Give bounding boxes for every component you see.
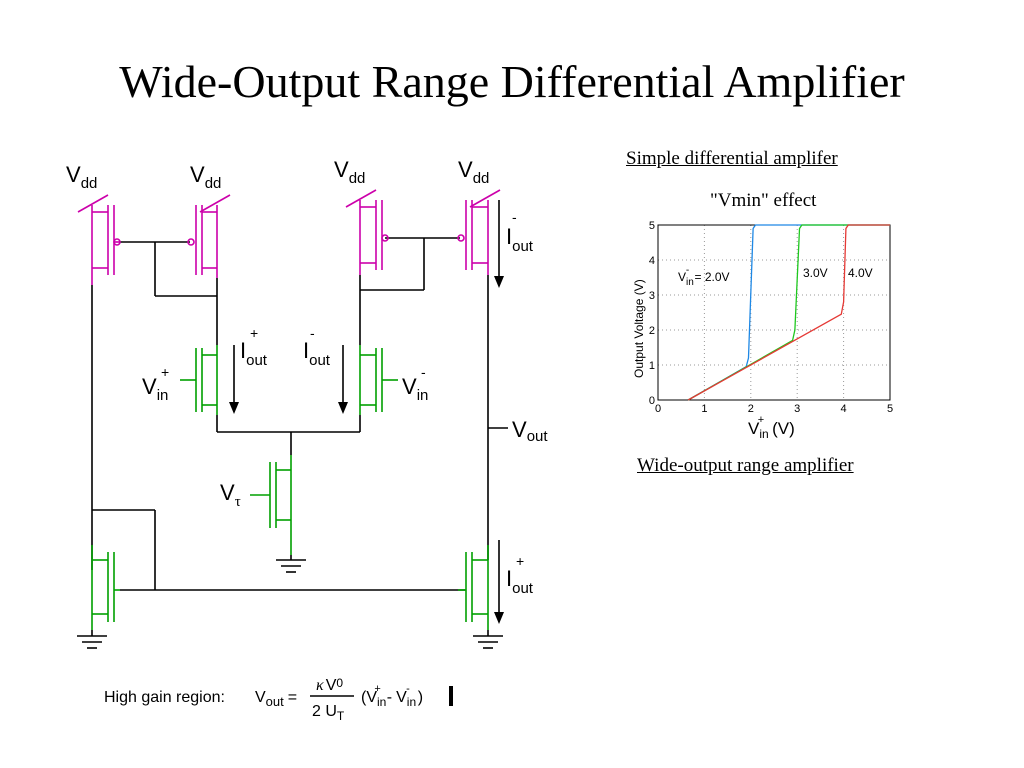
- vout-label: Vout: [512, 417, 548, 445]
- vin-plus-label: Vin: [142, 374, 168, 404]
- ground-icon: [473, 630, 503, 649]
- x-tick-label: 5: [887, 403, 893, 415]
- y-tick-label: 0: [649, 395, 655, 407]
- nmos-m6: [359, 345, 398, 415]
- series-line-0: [687, 224, 890, 401]
- plus-sup: +: [250, 325, 258, 341]
- y-axis-label: Output Voltage (V): [632, 279, 646, 378]
- plus-sup: +: [161, 364, 169, 380]
- ground-icon: [77, 630, 107, 649]
- vtau-label: Vτ: [220, 480, 241, 510]
- plot-frame: [657, 224, 891, 401]
- formula-label: High gain region:: [104, 689, 225, 706]
- formula-lhs: Vout=: [255, 689, 297, 709]
- y-tick-label: 2: [649, 325, 655, 337]
- iout-plus-label: Iout: [240, 338, 268, 369]
- x-tick-label: 1: [701, 403, 707, 415]
- chart-grid: [658, 225, 890, 400]
- series-line-1: [687, 224, 890, 401]
- x-tick-label: 4: [841, 403, 847, 415]
- annotation-vin-2v: Vin- = 2.0V: [678, 265, 730, 288]
- minus-sup: -: [512, 209, 517, 225]
- nmos-m9: [458, 545, 489, 630]
- vin-minus-label: Vin: [402, 374, 428, 404]
- pmos-m3: [359, 200, 389, 275]
- chart-series: [687, 224, 890, 401]
- y-tick-label: 3: [649, 290, 655, 302]
- vmin-effect-caption: "Vmin" effect: [710, 190, 817, 211]
- text-cursor: [449, 686, 453, 706]
- pmos-m2: [187, 205, 218, 278]
- pmos-transistors: [77, 189, 501, 285]
- link-simple-diff-amp[interactable]: Simple differential amplifer: [626, 148, 838, 169]
- pmos-m4: [457, 200, 489, 275]
- current-arrowheads: [229, 276, 504, 624]
- vdd-label: Vdd: [190, 162, 221, 192]
- minus-sup: -: [310, 325, 315, 341]
- x-tick-label: 3: [794, 403, 800, 415]
- x-axis-label: Vin+(V): [748, 414, 795, 441]
- iout-minus-label: Iout: [303, 338, 331, 369]
- ground-icon: [276, 555, 306, 573]
- nmos-m5: [180, 345, 218, 415]
- minus-sup: -: [421, 364, 426, 380]
- vdd-label: Vdd: [66, 162, 97, 192]
- slide-title: Wide-Output Range Differential Amplifier: [119, 56, 905, 107]
- circuit-labels: Vdd Vdd Vdd Vdd Iout - Iout + Iout - Vin…: [66, 157, 548, 597]
- circuit-wires: [91, 200, 508, 620]
- nmos-transistors: [91, 345, 489, 630]
- iout-minus-top-label: Iout: [506, 224, 534, 255]
- formula-paren: (Vin+-Vin-): [361, 683, 423, 709]
- nmos-m7-tail: [250, 455, 292, 555]
- y-tick-label: 1: [649, 360, 655, 372]
- y-tick-label: 5: [649, 220, 655, 232]
- series-line-2: [687, 224, 890, 401]
- pmos-m1: [91, 205, 121, 285]
- x-tick-label: 2: [748, 403, 754, 415]
- plus-sup: +: [516, 553, 524, 569]
- y-tick-label: 4: [649, 255, 655, 267]
- ground-symbols: [77, 555, 503, 649]
- chart-ticks: 0 1 2 3 4 5 0 1 2 3 4 5: [649, 220, 893, 415]
- formula-denominator: 2 UT: [312, 703, 345, 723]
- annotation-4v: 4.0V: [848, 266, 873, 280]
- vdd-label: Vdd: [334, 157, 365, 187]
- annotation-3v: 3.0V: [803, 266, 828, 280]
- link-wide-output-amp[interactable]: Wide-output range amplifier: [637, 455, 854, 476]
- x-tick-label: 0: [655, 403, 661, 415]
- iout-plus-bottom-label: Iout: [506, 566, 534, 597]
- vdd-label: Vdd: [458, 157, 489, 187]
- nmos-m8: [91, 545, 120, 630]
